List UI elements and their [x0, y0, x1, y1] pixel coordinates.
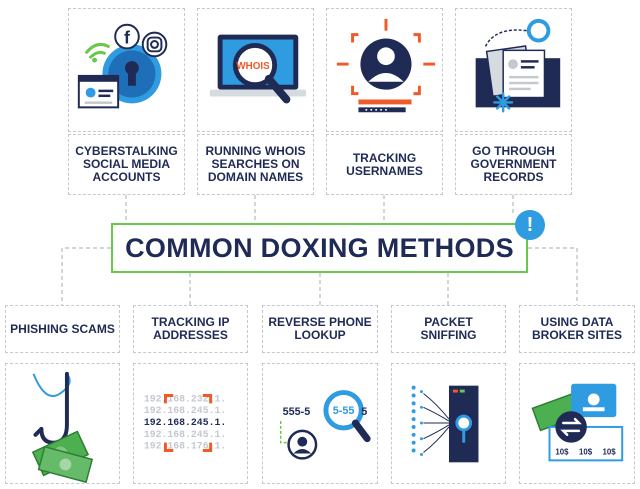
bottom-label-box-4: PACKET SNIFFING	[391, 305, 506, 353]
ip-address-target-icon: 192.168.232.1. 192.168.245.1. 192.168.24…	[144, 393, 226, 452]
username-target-icon	[336, 18, 436, 113]
phone-lookup-magnifier-icon: 555-5 5-55 5	[279, 390, 371, 460]
svg-text:WHOIS: WHOIS	[236, 61, 270, 72]
svg-text:10$: 10$	[555, 447, 569, 456]
svg-text:10$: 10$	[579, 447, 593, 456]
whois-magnifier-icon: WHOIS	[209, 34, 307, 104]
tracking-usernames-label: TRACKING USERNAMES	[346, 150, 423, 178]
cyberstalking-label: CYBERSTALKING SOCIAL MEDIA ACCOUNTS	[75, 144, 178, 184]
top-label-box-1: CYBERSTALKING SOCIAL MEDIA ACCOUNTS	[68, 134, 185, 195]
alert-icon: !	[515, 210, 545, 240]
government-records-icon	[475, 18, 561, 113]
top-icon-box-3	[326, 8, 443, 132]
bottom-icon-box-5: 10$ 10$ 10$	[519, 363, 635, 484]
svg-text:555-5: 555-5	[283, 406, 311, 418]
alert-symbol: !	[526, 213, 534, 236]
bottom-icon-box-2: 192.168.232.1. 192.168.245.1. 192.168.24…	[133, 363, 248, 484]
bottom-icon-box-3: 555-5 5-55 5	[262, 363, 378, 484]
svg-text:5-55: 5-55	[333, 405, 355, 417]
svg-text:192.168.245.1.: 192.168.245.1.	[144, 429, 226, 440]
svg-text:192.168.245.1.: 192.168.245.1.	[144, 417, 226, 428]
reverse-phone-label: REVERSE PHONE LOOKUP	[268, 315, 372, 342]
bottom-label-box-2: TRACKING IP ADDRESSES	[133, 305, 248, 353]
top-label-box-3: TRACKING USERNAMES	[326, 134, 443, 195]
top-icon-box-4	[455, 8, 572, 132]
top-label-box-2: RUNNING WHOIS SEARCHES ON DOMAIN NAMES	[197, 134, 314, 195]
packet-sniffing-server-icon	[411, 385, 479, 463]
phishing-label: PHISHING SCAMS	[10, 321, 115, 336]
packet-sniffing-label: PACKET SNIFFING	[420, 315, 477, 342]
government-records-label: GO THROUGH GOVERNMENT RECORDS	[470, 144, 557, 184]
bottom-label-box-1: PHISHING SCAMS	[5, 305, 120, 353]
top-icon-box-2: WHOIS	[197, 8, 314, 132]
bottom-icon-box-1	[5, 363, 120, 484]
bottom-icon-box-4	[391, 363, 506, 484]
svg-text:10$: 10$	[603, 447, 617, 456]
tracking-ip-label: TRACKING IP ADDRESSES	[151, 315, 230, 342]
svg-text:192.168.245.1.: 192.168.245.1.	[144, 405, 226, 416]
top-label-box-4: GO THROUGH GOVERNMENT RECORDS	[455, 134, 572, 195]
data-broker-exchange-icon: 10$ 10$ 10$	[531, 383, 624, 462]
svg-text:5: 5	[361, 406, 367, 418]
fishing-hook-money-icon	[31, 371, 94, 483]
bottom-label-box-5: USING DATA BROKER SITES	[519, 305, 635, 353]
svg-text:192.168.232.1.: 192.168.232.1.	[144, 393, 226, 404]
bottom-label-box-3: REVERSE PHONE LOOKUP	[262, 305, 378, 353]
page-title: COMMON DOXING METHODS	[111, 223, 528, 273]
page-title-text: COMMON DOXING METHODS	[125, 232, 514, 263]
svg-text:f: f	[124, 27, 130, 47]
social-media-lock-icon: f	[77, 23, 168, 109]
top-icon-box-1: f	[68, 8, 185, 132]
whois-label: RUNNING WHOIS SEARCHES ON DOMAIN NAMES	[205, 144, 306, 184]
svg-text:192.168.176.1.: 192.168.176.1.	[144, 441, 226, 452]
data-broker-label: USING DATA BROKER SITES	[531, 315, 622, 342]
